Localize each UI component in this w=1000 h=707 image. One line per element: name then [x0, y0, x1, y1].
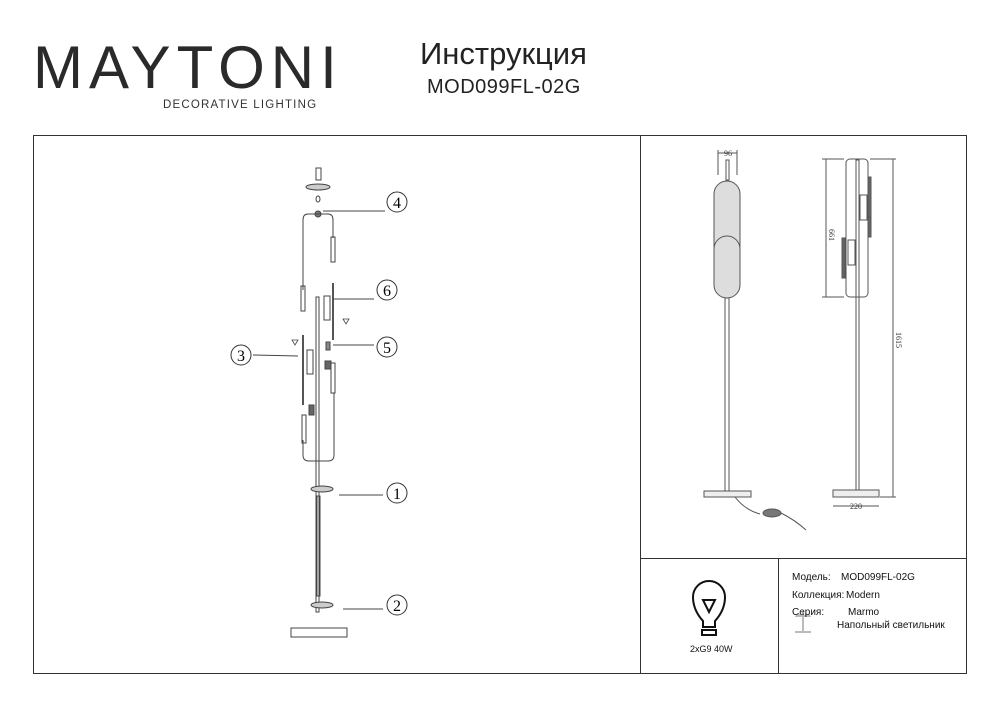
brand-tagline: DECORATIVE LIGHTING: [163, 99, 318, 111]
callout-5: 5: [376, 336, 398, 358]
dimension-total-height: 1615: [894, 332, 903, 348]
callout-3: 3: [230, 344, 252, 366]
model-label: Модель:: [792, 572, 831, 583]
dimension-width-top: 96: [724, 149, 732, 158]
callout-6: 6: [376, 279, 398, 301]
callout-2: 2: [386, 594, 408, 616]
exploded-assembly-diagram: [252, 167, 385, 638]
callout-4: 4: [386, 191, 408, 213]
floor-lamp-icon: [795, 612, 811, 633]
brand-logo: MAYTONI: [33, 34, 343, 101]
callout-1: 1: [386, 482, 408, 504]
series-label: Серия:: [792, 607, 825, 618]
dimension-shade-height: 661: [827, 229, 836, 241]
series-value: Marmo: [848, 607, 880, 618]
svg-text:2: 2: [393, 598, 401, 615]
lamp-spec: 2xG9 40W: [690, 644, 733, 654]
side-view-drawing: [822, 158, 896, 507]
svg-text:3: 3: [237, 348, 245, 365]
page-title: Инструкция: [420, 36, 587, 71]
collection-label: Коллекция:: [792, 590, 845, 601]
light-bulb-icon: [691, 580, 727, 636]
svg-text:1: 1: [393, 486, 401, 503]
svg-text:5: 5: [383, 340, 391, 357]
product-type: Напольный светильник: [837, 620, 945, 631]
front-view-drawing: [703, 150, 807, 531]
frame: [33, 135, 967, 674]
svg-text:4: 4: [393, 195, 401, 212]
model-number: MOD099FL-02G: [427, 76, 581, 98]
model-value: MOD099FL-02G: [841, 572, 915, 583]
svg-text:6: 6: [383, 283, 391, 300]
collection-value: Modern: [846, 590, 880, 601]
dimension-base-width: 220: [850, 502, 862, 511]
